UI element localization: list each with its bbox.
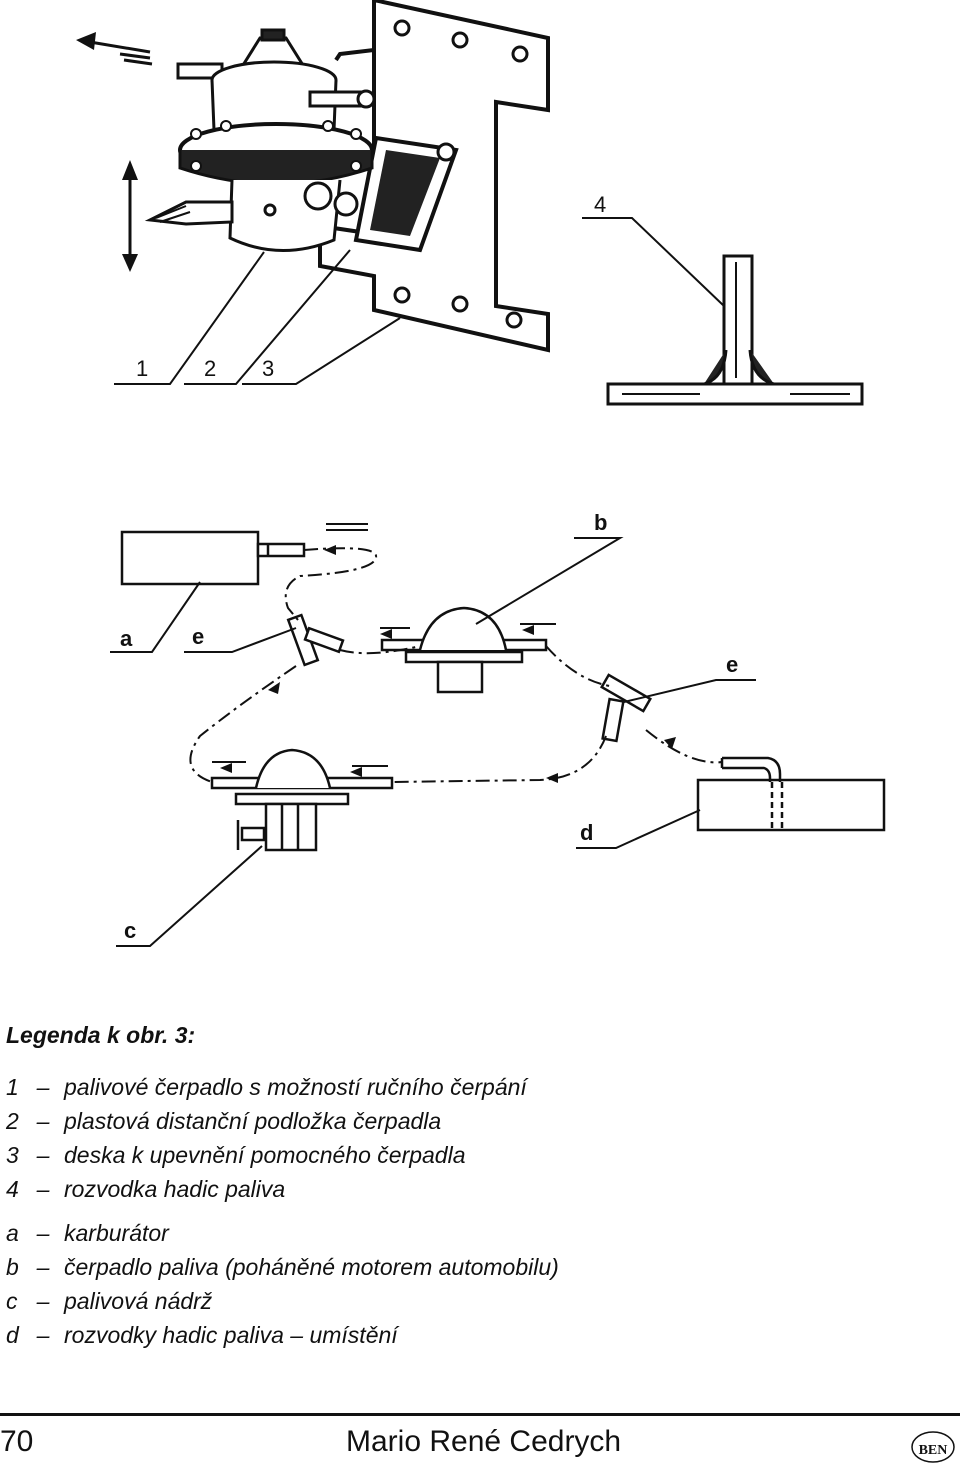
legend-text: palivové čerpadlo s možností ručního čer… [64, 1074, 527, 1100]
legend-text: rozvodky hadic paliva – umístění [64, 1322, 398, 1348]
spacer-plate [353, 135, 459, 253]
legend-key: b [6, 1254, 19, 1280]
callout-b: b [594, 510, 607, 535]
page-number: 70 [0, 1425, 34, 1458]
t-distributor [606, 254, 864, 406]
t-piece-left [286, 613, 345, 667]
legend-dash: – [36, 1074, 50, 1100]
logo-text: BEN [919, 1443, 948, 1458]
legend-text: karburátor [64, 1220, 169, 1246]
carburettor [120, 530, 306, 586]
legend-item: 1 – palivové čerpadlo s možností ručního… [6, 1070, 906, 1104]
callout-e-left: e [192, 624, 204, 649]
legend-key: 2 [6, 1108, 19, 1134]
publisher-logo: BEN [911, 1431, 955, 1463]
legend-item: c – palivová nádrž [6, 1284, 906, 1318]
flow-arrow-icon [76, 32, 153, 66]
fuel-line [189, 547, 723, 783]
legend-text: plastová distanční podložka čerpadla [64, 1108, 442, 1134]
legend-dash: – [36, 1254, 50, 1280]
legend-dash: – [36, 1220, 50, 1246]
callout-c: c [124, 918, 136, 943]
engine-pump [380, 606, 548, 694]
legend-key: a [6, 1220, 19, 1246]
legend-text: deska k upevnění pomocného čerpadla [64, 1142, 466, 1168]
legend-item: d – rozvodky hadic paliva – umístění [6, 1318, 906, 1352]
legend-item: b – čerpadlo paliva (poháněné motorem au… [6, 1250, 906, 1284]
legend-dash: – [36, 1176, 50, 1202]
fuel-tank [696, 756, 886, 832]
figure-fuel-pump-assembly: 1 2 3 4 [76, 0, 864, 406]
legend-dash: – [36, 1322, 50, 1348]
flow-arrow-icon [220, 545, 676, 783]
legend-key: 3 [6, 1142, 19, 1168]
legend-dash: – [36, 1108, 50, 1134]
legend-dash: – [36, 1142, 50, 1168]
legend-key: c [6, 1288, 18, 1314]
legend-item: 4 – rozvodka hadic paliva [6, 1172, 906, 1206]
legend-key: 4 [6, 1176, 19, 1202]
callout-4: 4 [594, 192, 606, 217]
legend-key: d [6, 1322, 19, 1348]
legend-text: palivová nádrž [64, 1288, 213, 1314]
legend-title: Legenda k obr. 3: [6, 1022, 196, 1048]
auxiliary-pump [210, 748, 394, 852]
callout-e-right: e [726, 652, 738, 677]
author-name: Mario René Cedrych [346, 1425, 622, 1458]
callout-2: 2 [204, 356, 216, 381]
t-piece-right [600, 673, 652, 743]
figure-legend: Legenda k obr. 3: 1 – palivové čerpadlo … [6, 1018, 906, 1352]
fuel-pump [144, 28, 376, 252]
legend-text: čerpadlo paliva (poháněné motorem automo… [64, 1254, 559, 1280]
callout-1: 1 [136, 356, 148, 381]
callout-3: 3 [262, 356, 274, 381]
callout-a: a [120, 626, 133, 651]
legend-item: 2 – plastová distanční podložka čerpadla [6, 1104, 906, 1138]
double-arrow-icon [122, 160, 138, 272]
callout-d: d [580, 820, 593, 845]
legend-text: rozvodka hadic paliva [64, 1176, 286, 1202]
legend-key: 1 [6, 1074, 19, 1100]
footer-divider [0, 1413, 960, 1416]
figure-fuel-circuit: a e b e d c [110, 510, 886, 947]
legend-dash: – [36, 1288, 50, 1314]
legend-item: a – karburátor [6, 1216, 906, 1250]
legend-item: 3 – deska k upevnění pomocného čerpadla [6, 1138, 906, 1172]
